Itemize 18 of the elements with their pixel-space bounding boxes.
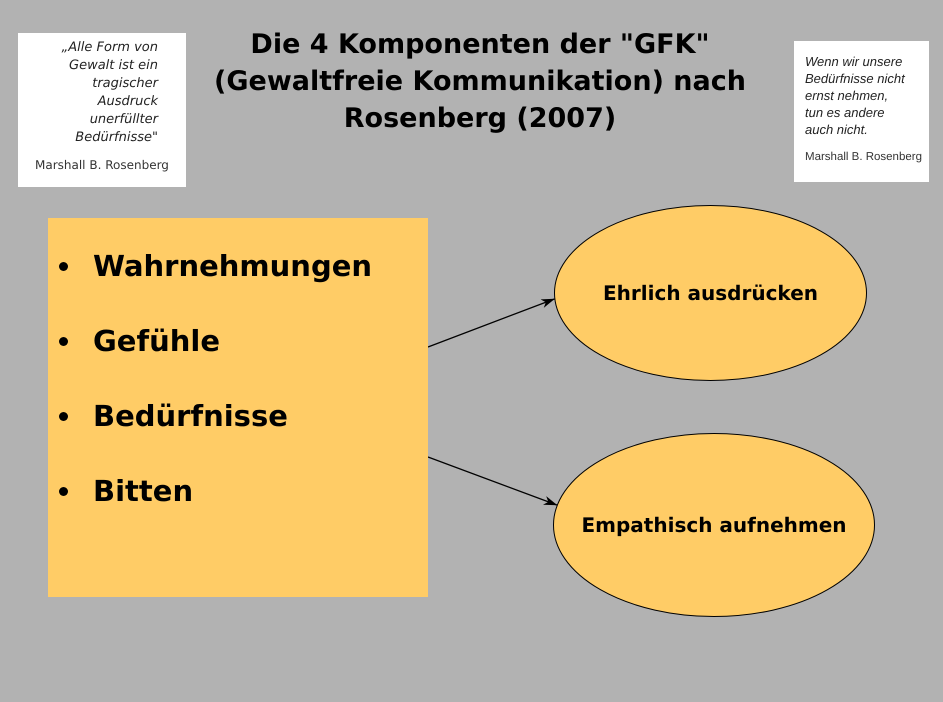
arrow bbox=[428, 298, 555, 348]
author-name: Marshall B. Rosenberg bbox=[35, 157, 169, 173]
quote-text: „Alle Form von Gewalt ist ein tragischer Ausdruck unerfüllter Bedürfnisse" bbox=[60, 39, 158, 147]
list-item-text: Wahrnehmungen bbox=[93, 248, 372, 285]
title: Die 4 Komponenten der "GFK" (Gewaltfreie Kommunikation) nach Rosenberg (2007) bbox=[213, 28, 747, 136]
list-item-text: Bitten bbox=[93, 473, 194, 510]
list-item-text: Bedürfnisse bbox=[93, 398, 288, 435]
quote-card bbox=[18, 33, 186, 187]
quote-text: Wenn wir unsere Bedürfnisse nicht ernst nehmen, tun es andere auch nicht. bbox=[805, 53, 906, 138]
list-panel bbox=[48, 218, 428, 597]
author-name: Marshall B. Rosenberg bbox=[805, 150, 922, 165]
ellipse-node bbox=[554, 205, 867, 381]
quote-card bbox=[794, 41, 929, 182]
node-label: Ehrlich ausdrücken bbox=[602, 280, 818, 306]
node-label: Empathisch aufnehmen bbox=[581, 512, 847, 538]
ellipse-node bbox=[553, 433, 875, 617]
list-item-text: Gefühle bbox=[93, 323, 220, 360]
arrow bbox=[428, 456, 558, 506]
